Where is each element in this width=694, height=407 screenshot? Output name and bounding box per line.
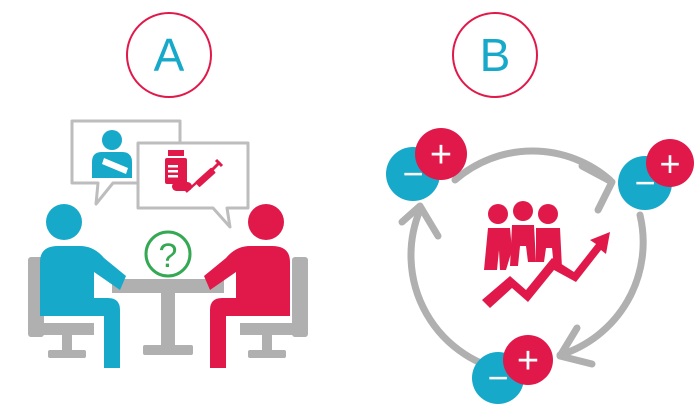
plus-circle [415, 128, 467, 180]
population-growth-icon [482, 201, 610, 308]
label-a-text: A [154, 29, 185, 81]
table [112, 279, 224, 355]
cycle-arrow-top [451, 147, 614, 184]
patient-figure [40, 204, 126, 368]
label-b-text: B [480, 29, 511, 81]
injured-patient-icon [92, 130, 132, 178]
cycle-arrow-right [556, 211, 647, 359]
plus-circle [503, 335, 553, 385]
pill-bottle-icon [165, 150, 187, 184]
question-badge: ? [144, 230, 192, 278]
plus-sign: + [659, 143, 680, 184]
syringe-icon [185, 158, 224, 193]
speech-bubble-medication [136, 141, 250, 229]
minus-sign: − [487, 357, 508, 398]
doctor-torso [204, 246, 290, 300]
plus-circle [646, 139, 694, 187]
label-a-circle [126, 12, 212, 98]
label-b-circle [452, 12, 538, 98]
label-a-badge: A [126, 12, 212, 98]
doctor-legs [210, 298, 290, 368]
pill-icon [172, 182, 192, 191]
question-mark: ? [159, 237, 178, 275]
panel-a: A [28, 12, 308, 368]
right-chair [240, 257, 308, 358]
patient-torso [40, 246, 126, 300]
question-circle [144, 230, 192, 278]
plus-sign: + [517, 340, 539, 382]
doctor-figure [204, 204, 290, 368]
plus-sign: + [430, 134, 452, 176]
plus-minus-right: − + [618, 139, 694, 210]
label-b-badge: B [452, 12, 538, 98]
plus-minus-bottom: − + [472, 335, 553, 404]
patient-legs [40, 298, 120, 368]
doctor-head [248, 204, 284, 240]
arrowheads [398, 162, 616, 368]
panel-b: B − + [386, 12, 694, 404]
plus-minus-top-left: − + [386, 128, 467, 201]
patient-head [46, 204, 82, 240]
